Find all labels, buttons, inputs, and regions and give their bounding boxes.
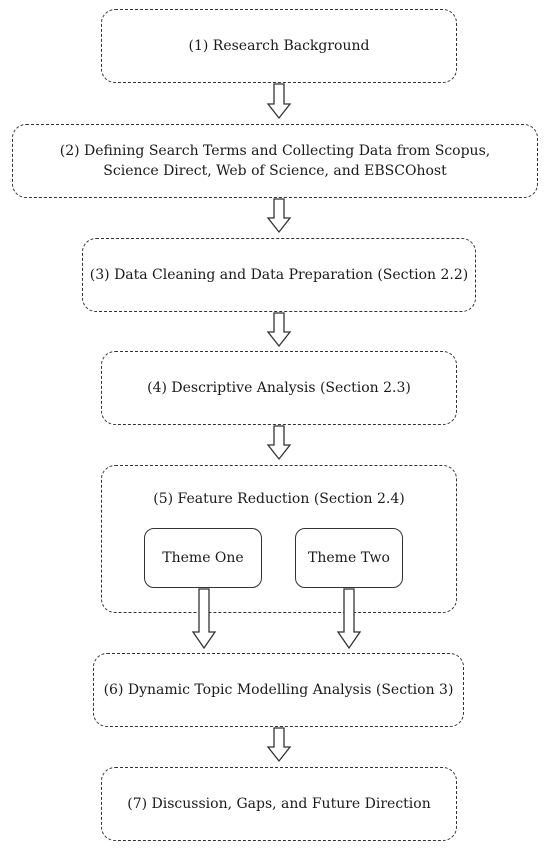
- arrow-theme-one-to-6: [191, 588, 217, 650]
- step-3-label: (3) Data Cleaning and Data Preparation (…: [89, 267, 469, 283]
- arrow-3-to-4: [266, 312, 292, 348]
- theme-two-label: Theme Two: [308, 550, 390, 566]
- theme-two-box: Theme Two: [295, 528, 403, 588]
- step-2-box: (2) Defining Search Terms and Collecting…: [12, 124, 538, 198]
- step-4-label: (4) Descriptive Analysis (Section 2.3): [147, 380, 411, 396]
- step-6-box: (6) Dynamic Topic Modelling Analysis (Se…: [93, 653, 464, 727]
- step-2-label: (2) Defining Search Terms and Collecting…: [59, 143, 491, 179]
- arrow-1-to-2: [266, 83, 292, 120]
- arrow-theme-two-to-6: [336, 588, 362, 650]
- theme-one-box: Theme One: [144, 528, 262, 588]
- theme-one-label: Theme One: [162, 550, 244, 566]
- step-4-box: (4) Descriptive Analysis (Section 2.3): [101, 351, 457, 425]
- step-6-label: (6) Dynamic Topic Modelling Analysis (Se…: [103, 682, 454, 698]
- step-5-label: (5) Feature Reduction (Section 2.4): [153, 491, 405, 507]
- step-1-label: (1) Research Background: [188, 38, 370, 54]
- step-3-box: (3) Data Cleaning and Data Preparation (…: [82, 238, 476, 312]
- step-1-box: (1) Research Background: [101, 9, 457, 83]
- arrow-4-to-5: [266, 425, 292, 461]
- arrow-6-to-7: [266, 727, 292, 763]
- arrow-2-to-3: [266, 198, 292, 234]
- step-7-box: (7) Discussion, Gaps, and Future Directi…: [101, 767, 457, 841]
- step-5-box: (5) Feature Reduction (Section 2.4): [101, 465, 457, 613]
- step-7-label: (7) Discussion, Gaps, and Future Directi…: [127, 796, 431, 812]
